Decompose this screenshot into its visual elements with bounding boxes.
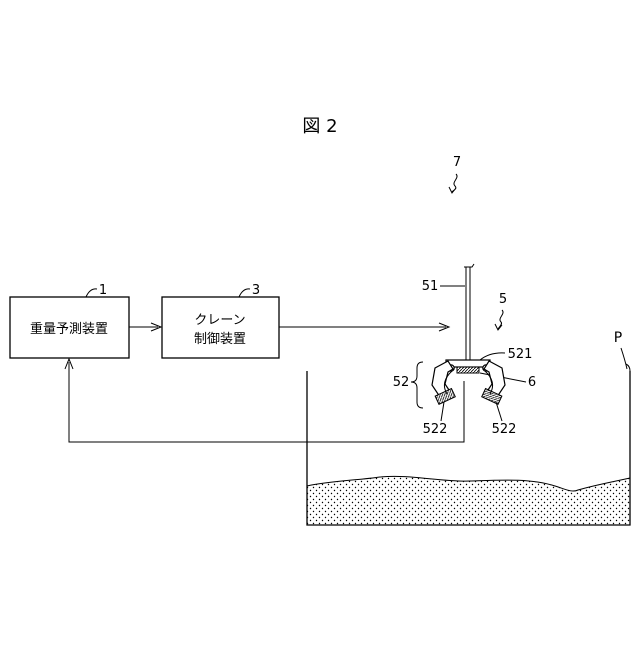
claw-left-ref: 522 bbox=[423, 422, 448, 437]
crane-control-leader bbox=[239, 289, 250, 297]
weight-prediction-leader bbox=[86, 289, 97, 297]
sensor-ref: 6 bbox=[528, 375, 536, 390]
cable-top-tick bbox=[464, 264, 474, 267]
weight-prediction-label: 重量予測装置 bbox=[30, 321, 108, 337]
crane-control-label-line1: クレーン bbox=[194, 313, 245, 328]
pit-leader bbox=[621, 348, 627, 369]
frame-leader bbox=[480, 353, 505, 360]
figure-title: 図 2 bbox=[302, 116, 337, 137]
crane-control-label-line2: 制御装置 bbox=[194, 332, 246, 347]
claws-bracket bbox=[411, 362, 423, 408]
crane-control-ref: 3 bbox=[252, 283, 260, 298]
claw-right-leader bbox=[496, 402, 502, 421]
frame-ref: 521 bbox=[508, 347, 533, 362]
pit-ref: P bbox=[614, 330, 622, 346]
claw-right-ref: 522 bbox=[492, 422, 517, 437]
weight-sensor bbox=[457, 367, 479, 373]
bucket-ref: 5 bbox=[499, 292, 507, 307]
crane-system-ref: 7 bbox=[453, 155, 461, 170]
cable-ref: 51 bbox=[422, 279, 439, 294]
claw-left-leader bbox=[441, 402, 444, 421]
claws-ref: 52 bbox=[393, 375, 410, 390]
weight-prediction-ref: 1 bbox=[99, 283, 107, 298]
feedback-line bbox=[69, 362, 464, 442]
waste-pile bbox=[307, 476, 630, 525]
crane-system-arrowhead bbox=[449, 187, 456, 193]
